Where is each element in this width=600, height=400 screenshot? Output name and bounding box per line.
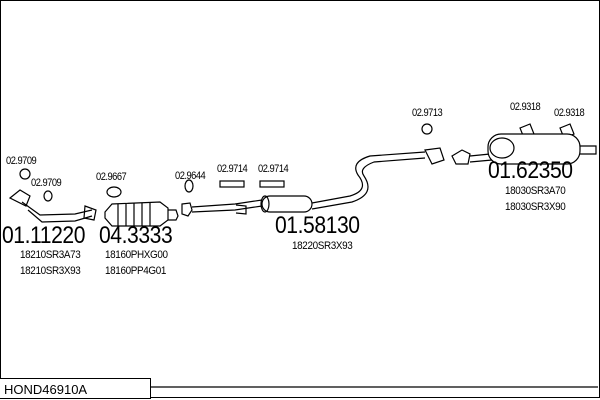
part-number: 01.11220 — [2, 222, 86, 249]
center-pipe-drawing — [181, 147, 445, 217]
oem-number: 18160PHXG00 — [105, 249, 168, 261]
accessory-ref: 02.9714 — [258, 163, 289, 175]
part-number: 01.58130 — [275, 212, 360, 239]
accessory-ref: 02.9713 — [412, 107, 443, 119]
accessory-ref: 02.9318 — [554, 107, 585, 119]
oem-number: 18030SR3X90 — [505, 201, 566, 213]
front-pipe-drawing — [8, 189, 97, 223]
diagram-code-box: HOND46910A — [0, 378, 151, 399]
oem-number: 18220SR3X93 — [292, 240, 353, 252]
oem-number: 18210SR3A73 — [20, 249, 81, 261]
rear-muffler-drawing — [451, 133, 597, 165]
accessory-ref: 02.9644 — [175, 170, 206, 182]
oem-number: 18210SR3X93 — [20, 265, 81, 277]
oem-number: 18160PP4G01 — [105, 265, 167, 277]
catalytic-converter-drawing — [104, 201, 179, 227]
part-number: 01.62350 — [488, 157, 573, 184]
accessory-ref: 02.9667 — [96, 171, 127, 183]
gasket-rings — [19, 168, 194, 202]
accessory-ref: 02.9714 — [217, 163, 248, 175]
oem-number: 18030SR3A70 — [505, 185, 566, 197]
accessory-ref: 02.9709 — [6, 155, 37, 167]
accessory-ref: 02.9318 — [510, 101, 541, 113]
accessory-ref: 02.9709 — [31, 177, 62, 189]
diagram-code: HOND46910A — [4, 382, 88, 397]
part-number: 04.3333 — [99, 222, 173, 249]
